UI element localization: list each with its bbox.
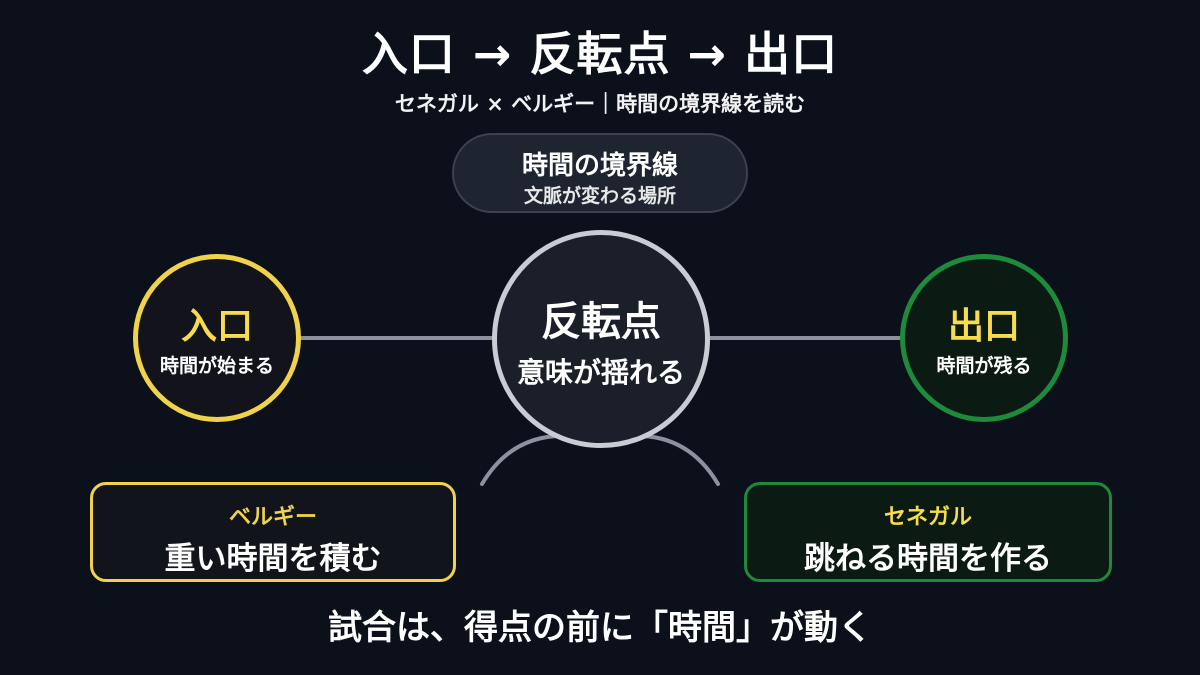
turning-point-title: 反転点 bbox=[541, 299, 661, 345]
senegal-description: 跳ねる時間を作る bbox=[804, 541, 1052, 577]
footer-caption: 試合は、得点の前に「時間」が動く bbox=[328, 608, 872, 648]
belgium-team-name: ベルギー bbox=[228, 505, 317, 530]
belgium-card: ベルギー 重い時間を積む bbox=[90, 482, 456, 582]
exit-title: 出口 bbox=[947, 306, 1020, 347]
entry-title: 入口 bbox=[180, 306, 253, 347]
turning-point-node: 反転点 意味が揺れる bbox=[492, 230, 710, 448]
time-boundary-label: 時間の境界線 文脈が変わる場所 bbox=[452, 133, 748, 213]
exit-subtitle: 時間が残る bbox=[936, 355, 1032, 377]
entry-subtitle: 時間が始まる bbox=[159, 355, 274, 377]
senegal-card: セネガル 跳ねる時間を作る bbox=[744, 482, 1112, 582]
page-subtitle: セネガル × ベルギー｜時間の境界線を読む bbox=[394, 92, 806, 116]
time-boundary-subtitle: 文脈が変わる場所 bbox=[523, 185, 676, 207]
senegal-team-name: セネガル bbox=[883, 505, 972, 530]
entry-node: 入口 時間が始まる bbox=[133, 254, 301, 422]
page-title: 入口 → 反転点 → 出口 bbox=[361, 27, 839, 81]
belgium-description: 重い時間を積む bbox=[164, 541, 382, 577]
turning-point-subtitle: 意味が揺れる bbox=[516, 356, 685, 389]
exit-node: 出口 時間が残る bbox=[900, 254, 1068, 422]
time-boundary-title: 時間の境界線 bbox=[521, 151, 678, 181]
